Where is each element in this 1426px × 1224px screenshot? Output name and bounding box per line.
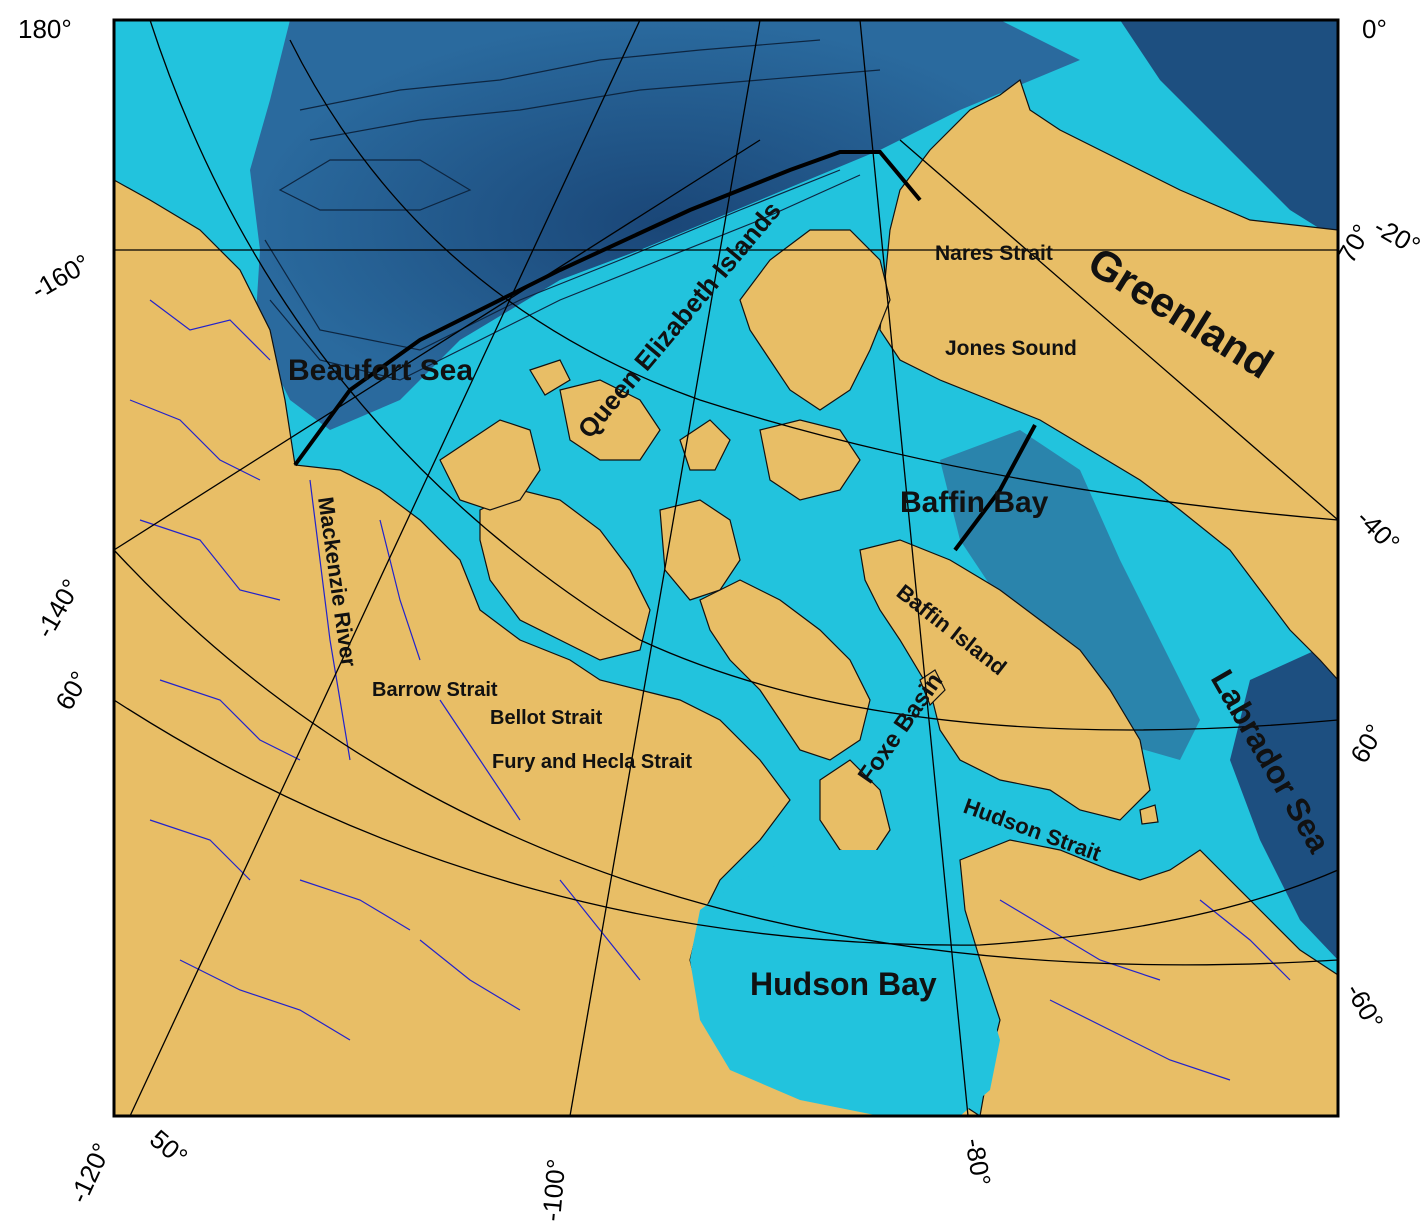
tick-left-160: -160°	[26, 248, 95, 305]
baffin-island	[859, 539, 1151, 821]
tick-bottom-50: 50°	[144, 1124, 193, 1172]
tick-right-60: 60°	[1344, 719, 1390, 768]
label-jones-sound: Jones Sound	[945, 337, 1077, 360]
tick-left-60: 60°	[49, 666, 95, 715]
map-frame-content	[114, 20, 1338, 1116]
tick-bottom-100: -100°	[536, 1158, 571, 1223]
parry-islands	[529, 359, 731, 471]
labrador-deep	[1230, 640, 1338, 960]
devon-island	[759, 419, 861, 501]
tick-left-140: -140°	[29, 574, 86, 643]
greenland-landmass	[879, 79, 1338, 681]
melville-peninsula	[699, 579, 871, 761]
label-beaufort-sea: Beaufort Sea	[288, 354, 473, 387]
victoria-island	[479, 489, 651, 661]
tick-bottom-80: -80°	[959, 1136, 997, 1188]
label-fury-and-hecla-strait: Fury and Hecla Strait	[492, 751, 692, 773]
quebec-labrador	[959, 839, 1338, 1116]
label-bellot-strait: Bellot Strait	[490, 707, 603, 729]
boundary-lines	[293, 150, 1037, 552]
banks-island	[439, 419, 541, 511]
tick-right-40: -40°	[1351, 503, 1406, 558]
prince-of-wales-island	[659, 499, 741, 601]
tick-right-m60: -60°	[1340, 978, 1390, 1035]
label-barrow-strait: Barrow Strait	[372, 679, 498, 701]
label-nares-strait: Nares Strait	[935, 242, 1053, 265]
tick-right-20: -20°	[1369, 211, 1426, 261]
baffin-deep	[940, 430, 1200, 760]
southampton-island	[819, 759, 891, 861]
ellesmere-island	[739, 229, 891, 411]
arctic-basin	[250, 20, 1080, 430]
basin-contours	[264, 39, 881, 381]
tick-bottom-120: -120°	[63, 1138, 117, 1207]
hudson-bay	[690, 850, 1000, 1116]
graticule	[114, 20, 1338, 1116]
greenland-sea-deep	[1120, 20, 1338, 240]
rivers	[129, 299, 1291, 1081]
tick-top-left: 180°	[18, 14, 72, 44]
label-hudson-bay: Hudson Bay	[750, 966, 937, 1002]
label-baffin-bay: Baffin Bay	[900, 486, 1049, 519]
tick-top-right: 0°	[1362, 14, 1387, 44]
map-frame	[112, 18, 1340, 1118]
